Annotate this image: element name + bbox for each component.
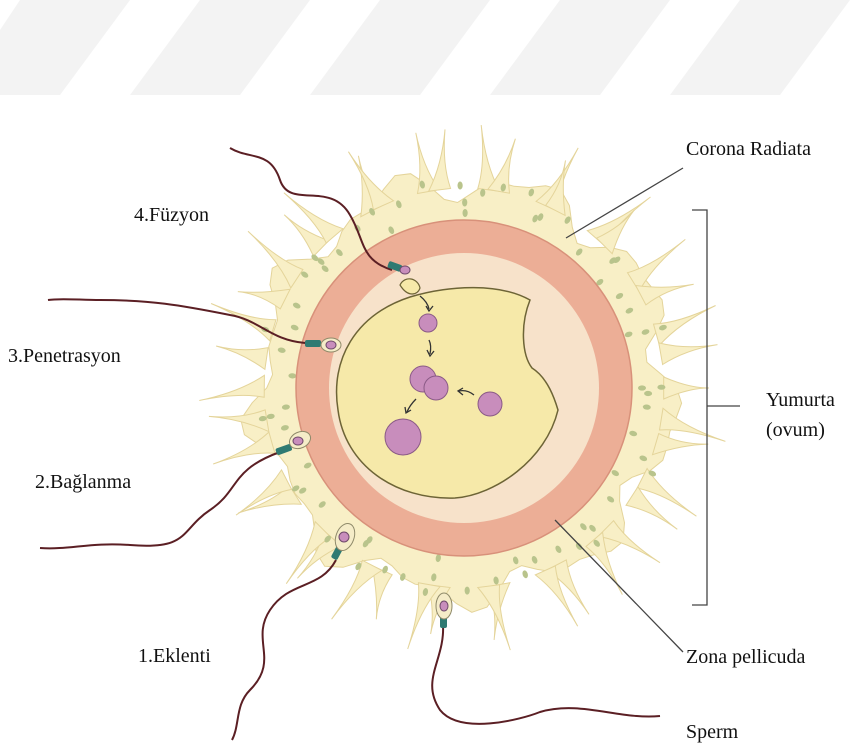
corona-spike [199, 375, 264, 400]
corona-spike [626, 487, 677, 530]
label-egg: Yumurta [766, 389, 835, 411]
label-sperm: Sperm [686, 721, 739, 743]
leader-corona [566, 168, 683, 238]
label-penetration: 3.Penetrasyon [8, 345, 121, 367]
watermark-stripes [0, 0, 850, 95]
follicle-cell-nucleus [638, 385, 646, 390]
corona-spike [535, 566, 577, 626]
sperm-acrosome [339, 532, 349, 542]
nucleus-right [478, 392, 502, 416]
nucleus-large [385, 419, 421, 455]
follicle-cell-nucleus [462, 199, 467, 207]
corona-spike [238, 289, 290, 309]
ovum-bracket [692, 210, 707, 605]
follicle-cell-nucleus [457, 181, 462, 189]
sperm-tail [40, 452, 280, 548]
label-zona: Zona pellicuda [686, 646, 806, 668]
sperm-neck [305, 340, 321, 347]
corona-spike [653, 434, 709, 455]
pronucleus-right [424, 376, 448, 400]
corona-spike [659, 343, 718, 365]
label-corona-radiata: Corona Radiata [686, 138, 811, 160]
corona-spike [213, 432, 275, 464]
sperm-tail [232, 560, 336, 740]
sperm-acrosome [440, 601, 448, 611]
label-fusion: 4.Füzyon [134, 204, 209, 226]
sperm-acrosome [326, 341, 336, 349]
follicle-cell-nucleus [657, 385, 665, 390]
corona-spike [211, 304, 276, 341]
corona-spike [664, 377, 709, 399]
sperm-tail [432, 625, 660, 724]
follicle-cell-nucleus [521, 570, 528, 579]
corona-spike [216, 346, 268, 369]
sperm-acrosome [293, 437, 303, 445]
follicle-cell-nucleus [463, 209, 468, 217]
label-binding: 2.Bağlanma [35, 471, 131, 493]
label-egg-sub: (ovum) [766, 419, 825, 441]
label-attachment: 1.Eklenti [138, 645, 211, 667]
corona-spike [636, 284, 694, 305]
sperm-head [400, 266, 410, 274]
nucleus-small [419, 314, 437, 332]
